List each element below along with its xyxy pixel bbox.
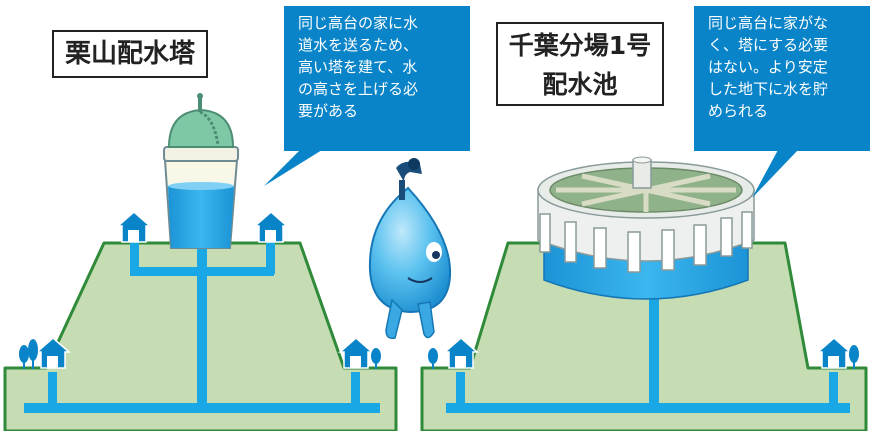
house-icon [253,211,289,243]
right-scene [420,150,868,431]
tree-icon [428,345,859,369]
left-scene [3,93,398,431]
left-title: 栗山配水塔 [52,30,208,78]
water-drop-mascot [368,158,452,340]
house-icon [35,337,71,369]
house-icon [443,337,479,369]
house-icon [116,211,152,243]
right-bubble-tail [752,150,798,198]
tree-icon [19,339,381,369]
water-tower [163,93,239,249]
house-icon [816,337,852,369]
left-pipes [24,238,380,413]
right-pipes [446,298,850,413]
right-bubble: 同じ高台に家がな く、塔にする必要 はない。より安定 した地下に水を貯 められる [694,6,870,151]
distribution-reservoir [537,156,755,300]
right-title: 千葉分場1号 配水池 [496,22,664,106]
left-bubble: 同じ高台の家に水 道水を送るため、 高い塔を建て、水 の高さを上げる必 要がある [284,6,470,151]
house-icon [338,337,374,369]
left-bubble-tail [264,150,322,186]
right-hill [420,241,868,431]
